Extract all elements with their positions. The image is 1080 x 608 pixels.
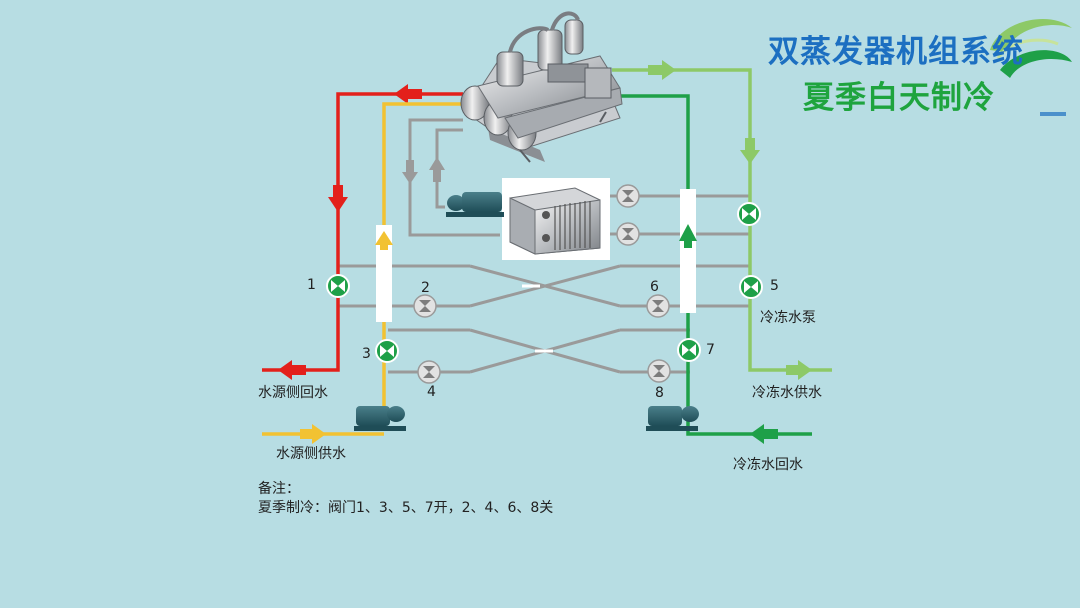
evaporator-unit [502, 178, 610, 260]
gray-flow-arrows [402, 157, 445, 184]
evaporator-pump [446, 192, 504, 217]
valve-8-closed[interactable] [647, 359, 671, 383]
valve-8-label: 8 [655, 385, 664, 401]
title-line-1: 双蒸发器机组系统 [768, 34, 1024, 70]
chiller-unit [460, 11, 623, 163]
source-return-label: 水源侧回水 [258, 385, 328, 401]
note-heading: 备注： [258, 481, 300, 497]
source-supply-arrows [300, 225, 393, 444]
valve-4-label: 4 [427, 384, 436, 400]
chilled-water-pump [646, 406, 699, 431]
valve-1-open[interactable] [326, 274, 350, 298]
valve-5-label: 5 [770, 278, 779, 294]
valve-7-label: 7 [706, 342, 715, 358]
source-return-arrows [278, 84, 422, 380]
chilled-pump-label: 冷冻水泵 [760, 310, 816, 326]
valve-evap-top-open[interactable] [737, 202, 761, 226]
note-text: 夏季制冷：阀门1、3、5、7开，2、4、6、8关 [258, 500, 554, 516]
brand-logo [990, 19, 1072, 116]
valve-evap-upper-closed[interactable] [616, 184, 640, 208]
valve-1-label: 1 [307, 277, 316, 293]
chilled-supply-arrows [648, 60, 812, 380]
valve-4-closed[interactable] [417, 360, 441, 384]
title-line-2: 夏季白天制冷 [803, 80, 995, 116]
chilled-return-arrows [679, 189, 778, 444]
valve-2-closed[interactable] [413, 294, 437, 318]
source-supply-label: 水源侧供水 [276, 446, 346, 462]
valve-5-open[interactable] [739, 275, 763, 299]
valve-2-label: 2 [421, 280, 430, 296]
valve-6-closed[interactable] [646, 294, 670, 318]
source-supply-pump [354, 406, 406, 431]
chilled-return-label: 冷冻水回水 [733, 457, 803, 473]
valve-3-label: 3 [362, 346, 371, 362]
valve-evap-lower-closed[interactable] [616, 222, 640, 246]
valve-3-open[interactable] [375, 339, 399, 363]
chilled-supply-label: 冷冻水供水 [752, 385, 822, 401]
note-block: 备注： 夏季制冷：阀门1、3、5、7开，2、4、6、8关 [258, 480, 553, 518]
valve-6-label: 6 [650, 279, 659, 295]
valve-7-open[interactable] [677, 338, 701, 362]
